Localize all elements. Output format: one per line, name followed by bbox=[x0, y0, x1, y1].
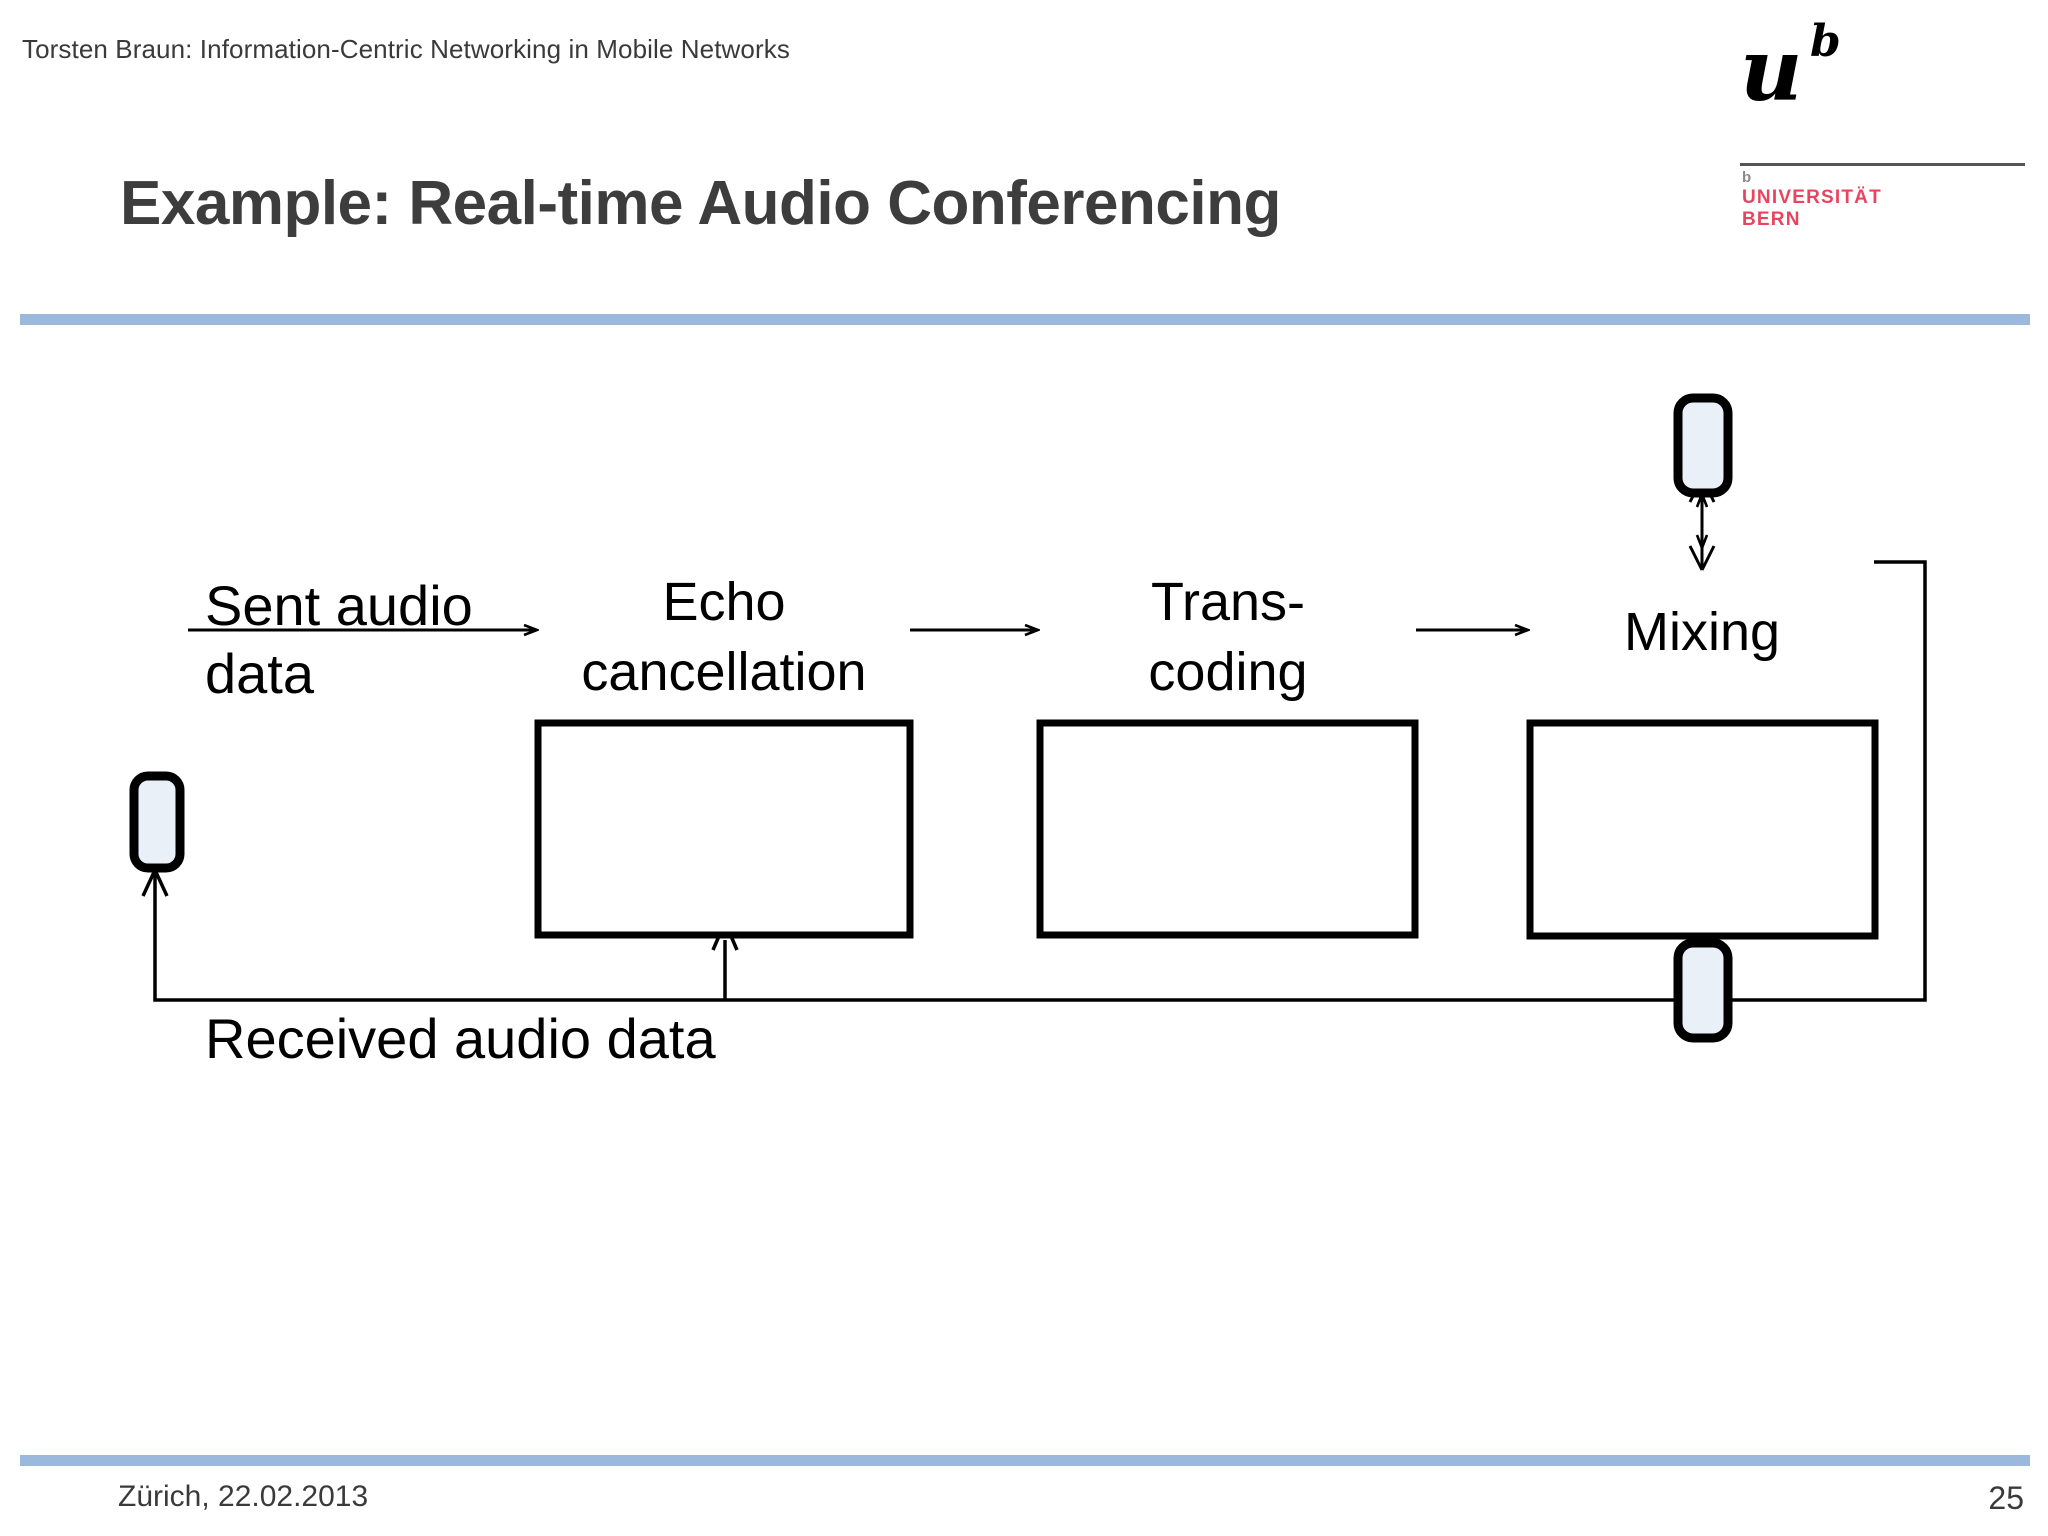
page-title: Example: Real-time Audio Conferencing bbox=[120, 168, 1281, 238]
edge-received-audio-return bbox=[141, 560, 1927, 1002]
terminal-node-remote-top[interactable] bbox=[1673, 393, 1733, 498]
logo-university-line1: UNIVERSITÄT bbox=[1742, 187, 1882, 208]
edge-label-sent-audio-line1: Sent audio bbox=[205, 574, 473, 637]
logo-university-line2: BERN bbox=[1742, 209, 1801, 230]
process-box-echo-label-line1: Echo bbox=[662, 572, 785, 632]
logo-letter-u-icon: u bbox=[1740, 20, 1803, 121]
edge-label-sent-audio-line2: data bbox=[205, 642, 315, 705]
ub-wordmark: u b bbox=[1740, 20, 1910, 130]
process-box-transcoding-label-line2: coding bbox=[1148, 642, 1307, 702]
terminal-node-remote-bottom[interactable] bbox=[1673, 938, 1733, 1043]
process-box-transcoding-label-line1: Trans- bbox=[1151, 572, 1305, 632]
footer-date: Zürich, 22.02.2013 bbox=[118, 1480, 369, 1513]
process-box-mixing[interactable]: Mixing bbox=[1526, 602, 1879, 940]
edge-label-received-audio: Received audio data bbox=[205, 1007, 716, 1070]
process-box-mixing-label: Mixing bbox=[1624, 602, 1780, 662]
process-box-transcoding[interactable]: Trans- coding bbox=[1036, 572, 1419, 939]
process-box-echo-label-line2: cancellation bbox=[581, 642, 866, 702]
logo-divider bbox=[1740, 163, 2025, 166]
logo-small-b-text: b bbox=[1742, 169, 1752, 186]
terminal-node-local-device[interactable] bbox=[129, 771, 185, 873]
university-bern-logo: u b b UNIVERSITÄT BERN bbox=[1740, 20, 2030, 250]
logo-letter-b-superscript-icon: b bbox=[1810, 16, 1841, 67]
header-divider-rule bbox=[20, 314, 2030, 325]
slide-header-text: Torsten Braun: Information-Centric Netwo… bbox=[22, 34, 790, 64]
footer-page-number: 25 bbox=[1988, 1480, 2024, 1516]
process-box-echo-cancellation[interactable]: Echo cancellation bbox=[534, 572, 914, 939]
footer-divider-rule bbox=[20, 1455, 2030, 1466]
audio-conferencing-flow-diagram: Echo cancellation Trans- coding Mixing S… bbox=[0, 330, 2048, 1450]
